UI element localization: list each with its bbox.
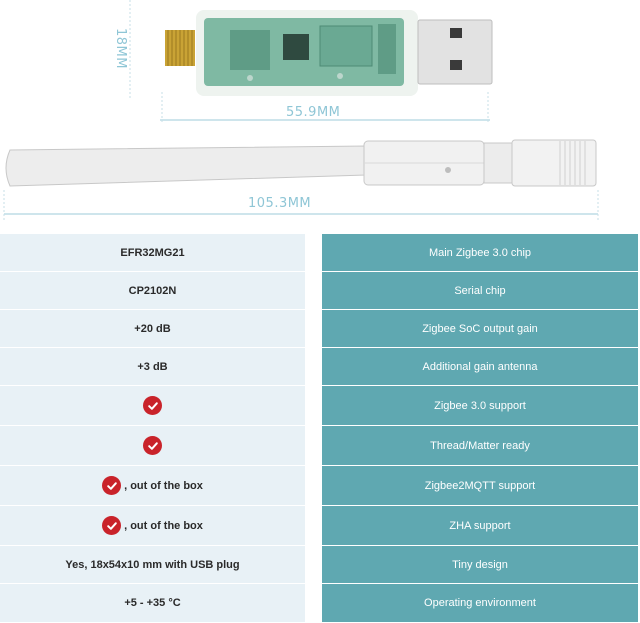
spec-feature-label: Tiny design bbox=[452, 558, 508, 571]
spec-feature-label: Serial chip bbox=[454, 284, 506, 297]
spec-value-cell: +5 - +35 °C bbox=[0, 584, 305, 623]
zigbee-dongle-illustration bbox=[3, 0, 599, 220]
spec-value-text: , out of the box bbox=[124, 519, 203, 532]
dimension-height-label: 18MM bbox=[113, 28, 128, 69]
spec-feature-cell: ZHA support bbox=[322, 506, 638, 546]
spec-value-text: CP2102N bbox=[128, 284, 177, 297]
spec-value bbox=[143, 396, 162, 415]
spec-value-cell: CP2102N bbox=[0, 272, 305, 310]
spec-value-cell: , out of the box bbox=[0, 466, 305, 506]
spec-row: , out of the box Zigbee2MQTT support bbox=[0, 466, 640, 506]
spec-value: , out of the box bbox=[102, 476, 203, 495]
spec-value-cell: EFR32MG21 bbox=[0, 234, 305, 272]
spec-feature-label: Additional gain antenna bbox=[422, 360, 538, 373]
spec-feature-label: Main Zigbee 3.0 chip bbox=[428, 246, 532, 259]
spec-feature-label: Thread/Matter ready bbox=[430, 439, 530, 452]
spec-feature-cell: Thread/Matter ready bbox=[322, 426, 638, 466]
spec-feature-label: Zigbee SoC output gain bbox=[422, 322, 538, 335]
spec-row: +5 - +35 °C Operating environment bbox=[0, 584, 640, 623]
spec-value-text: +5 - +35 °C bbox=[124, 597, 181, 609]
spec-value-text: EFR32MG21 bbox=[120, 246, 185, 259]
spec-feature-cell: Main Zigbee 3.0 chip bbox=[322, 234, 638, 272]
spec-feature-cell: Zigbee2MQTT support bbox=[322, 466, 638, 506]
spec-feature-label: Zigbee2MQTT support bbox=[424, 479, 536, 492]
spec-value bbox=[143, 436, 162, 455]
check-circle-icon bbox=[102, 476, 122, 495]
spec-feature-cell: Zigbee 3.0 support bbox=[322, 386, 638, 426]
spec-row: EFR32MG21 Main Zigbee 3.0 chip bbox=[0, 234, 640, 272]
spec-value-cell: , out of the box bbox=[0, 506, 305, 546]
spec-value: , out of the box bbox=[102, 516, 203, 535]
spec-feature-label: Zigbee 3.0 support bbox=[434, 399, 526, 412]
check-circle-icon bbox=[143, 396, 162, 415]
spec-feature-cell: Serial chip bbox=[322, 272, 638, 310]
spec-value-cell bbox=[0, 426, 305, 466]
spec-value-cell: +3 dB bbox=[0, 348, 305, 386]
spec-row: CP2102N Serial chip bbox=[0, 272, 640, 310]
spec-row: , out of the box ZHA support bbox=[0, 506, 640, 546]
spec-value-text: , out of the box bbox=[124, 479, 203, 492]
spec-value-cell: Yes, 18x54x10 mm with USB plug bbox=[0, 546, 305, 584]
spec-row: +20 dB Zigbee SoC output gain bbox=[0, 310, 640, 348]
spec-row: +3 dB Additional gain antenna bbox=[0, 348, 640, 386]
spec-value-text: +3 dB bbox=[137, 360, 168, 373]
spec-feature-cell: Tiny design bbox=[322, 546, 638, 584]
spec-value-text: Yes, 18x54x10 mm with USB plug bbox=[65, 558, 240, 571]
spec-value-cell: +20 dB bbox=[0, 310, 305, 348]
spec-feature-cell: Zigbee SoC output gain bbox=[322, 310, 638, 348]
spec-feature-label: ZHA support bbox=[449, 519, 511, 532]
dimension-dongle-length-label: 55.9MM bbox=[286, 105, 341, 120]
check-circle-icon bbox=[143, 436, 162, 455]
spec-row: Zigbee 3.0 support bbox=[0, 386, 640, 426]
spec-feature-label: Operating environment bbox=[424, 597, 536, 609]
check-circle-icon bbox=[102, 516, 122, 535]
spec-row: Yes, 18x54x10 mm with USB plug Tiny desig… bbox=[0, 546, 640, 584]
spec-feature-cell: Operating environment bbox=[322, 584, 638, 623]
spec-value-cell bbox=[0, 386, 305, 426]
spec-row: Thread/Matter ready bbox=[0, 426, 640, 466]
dimension-total-length-label: 105.3MM bbox=[248, 196, 312, 211]
product-image: 18MM 55.9MM 105.3MM bbox=[0, 0, 640, 232]
spec-value-text: +20 dB bbox=[134, 322, 171, 335]
spec-feature-cell: Additional gain antenna bbox=[322, 348, 638, 386]
